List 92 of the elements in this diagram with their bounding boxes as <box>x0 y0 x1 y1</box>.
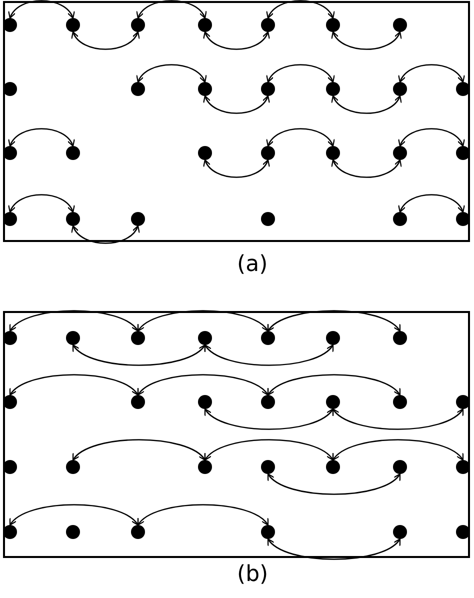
dot <box>261 212 275 226</box>
dot <box>393 18 407 32</box>
dot <box>198 395 212 409</box>
dot <box>456 82 470 96</box>
dot <box>3 331 17 345</box>
dot <box>393 395 407 409</box>
dot <box>326 460 340 474</box>
curved-arrow <box>204 159 269 178</box>
curved-arrow <box>72 225 139 244</box>
curved-arrow <box>332 159 401 178</box>
curved-arrow <box>9 194 74 213</box>
dot <box>3 395 17 409</box>
curved-arrow <box>204 31 269 50</box>
curved-arrow <box>9 128 74 147</box>
curved-arrow <box>137 374 269 396</box>
curved-arrow <box>204 408 334 430</box>
dot <box>393 525 407 539</box>
dot <box>131 18 145 32</box>
dot <box>131 82 145 96</box>
curved-arrow <box>72 31 139 50</box>
curved-arrow <box>267 128 334 147</box>
curved-arrow <box>204 439 334 461</box>
curved-arrow <box>399 194 464 213</box>
dot <box>198 82 212 96</box>
dot <box>198 331 212 345</box>
curved-arrow <box>137 310 269 332</box>
curved-arrow <box>399 64 464 83</box>
dot <box>66 331 80 345</box>
dot <box>66 146 80 160</box>
dot <box>131 395 145 409</box>
curved-arrow <box>72 439 206 461</box>
curved-arrow <box>267 64 334 83</box>
dot <box>326 146 340 160</box>
dot <box>131 331 145 345</box>
dot <box>326 82 340 96</box>
dot <box>393 460 407 474</box>
curved-arrow <box>267 473 401 495</box>
dot <box>3 460 17 474</box>
dot <box>393 331 407 345</box>
curved-arrow <box>9 0 74 19</box>
curved-arrow <box>267 310 401 332</box>
dot <box>393 82 407 96</box>
curved-arrow <box>267 0 334 19</box>
dot <box>66 460 80 474</box>
dot <box>326 395 340 409</box>
curved-arrow <box>137 504 269 526</box>
dot <box>198 146 212 160</box>
dot <box>261 395 275 409</box>
dot <box>261 331 275 345</box>
dot <box>393 212 407 226</box>
curved-arrow <box>332 95 401 114</box>
dot <box>326 331 340 345</box>
dot <box>261 460 275 474</box>
dot <box>261 525 275 539</box>
dot <box>456 395 470 409</box>
curved-arrow <box>332 408 464 430</box>
dot <box>3 82 17 96</box>
curved-arrow <box>137 0 206 19</box>
panel-label: (b) <box>237 562 268 588</box>
dot <box>261 18 275 32</box>
curved-arrow <box>9 374 139 396</box>
dot <box>3 146 17 160</box>
dot <box>456 460 470 474</box>
dot <box>3 212 17 226</box>
curved-arrow <box>332 439 464 461</box>
dot <box>131 525 145 539</box>
dot <box>3 18 17 32</box>
dot <box>198 460 212 474</box>
dot <box>456 525 470 539</box>
dot <box>261 82 275 96</box>
curved-arrow <box>399 128 464 147</box>
curved-arrow <box>204 344 334 366</box>
dot <box>198 18 212 32</box>
dot <box>3 525 17 539</box>
dot <box>456 212 470 226</box>
dot <box>66 212 80 226</box>
dot <box>66 18 80 32</box>
curved-arrow <box>9 504 139 526</box>
curved-arrow <box>267 538 401 560</box>
dot <box>456 146 470 160</box>
dot <box>66 525 80 539</box>
curved-arrow <box>332 31 401 50</box>
dot <box>393 146 407 160</box>
curved-arrow <box>267 374 401 396</box>
dot <box>131 212 145 226</box>
curved-arrow <box>204 95 269 114</box>
curved-arrow <box>72 344 206 366</box>
dot <box>261 146 275 160</box>
dot <box>326 18 340 32</box>
curved-arrow <box>9 310 139 332</box>
curved-arrow <box>137 64 206 83</box>
panel-label: (a) <box>237 252 268 278</box>
